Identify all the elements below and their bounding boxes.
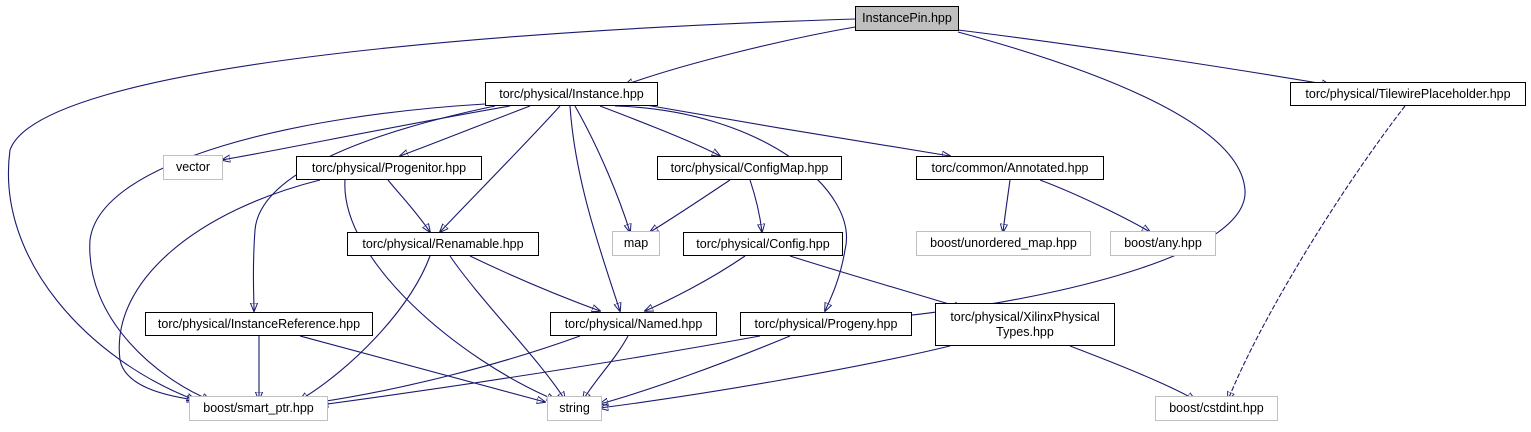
edge-instance-map — [574, 105, 630, 232]
node-map[interactable]: map — [612, 231, 660, 256]
edge-instancepin-progeny — [893, 31, 1246, 317]
node-any[interactable]: boost/any.hpp — [1110, 231, 1216, 256]
node-label: torc/physical/Config.hpp — [696, 236, 830, 251]
node-label: boost/unordered_map.hpp — [930, 236, 1077, 250]
edge-annotated-any — [1039, 179, 1150, 232]
node-label: map — [623, 236, 649, 250]
node-label: torc/physical/ConfigMap.hpp — [670, 160, 829, 175]
edge-progeny-smartptr — [320, 335, 761, 405]
edge-instance-instref — [253, 105, 496, 311]
edge-instance-vector — [222, 105, 511, 160]
edge-progenitor-string — [344, 179, 555, 400]
node-label: torc/physical/XilinxPhysical Types.hpp — [950, 309, 1100, 339]
edge-configmap-config — [749, 179, 762, 232]
edge-config-named — [645, 255, 746, 311]
node-instancepin[interactable]: InstancePin.hpp — [855, 6, 959, 31]
node-label: boost/cstdint.hpp — [1169, 401, 1264, 415]
node-label: torc/common/Annotated.hpp — [931, 160, 1089, 175]
node-unordered[interactable]: boost/unordered_map.hpp — [916, 231, 1091, 256]
edge-instance-progeny — [614, 105, 847, 311]
edge-instancepin-smartptr — [8, 18, 856, 400]
node-label: torc/physical/TilewirePlaceholder.hpp — [1305, 86, 1511, 101]
node-smartptr[interactable]: boost/smart_ptr.hpp — [189, 396, 328, 421]
node-label: boost/any.hpp — [1124, 236, 1202, 250]
edge-progeny-string — [600, 335, 791, 404]
node-label: torc/physical/Progenitor.hpp — [311, 160, 467, 175]
edge-xilinx-string — [600, 345, 951, 408]
node-config[interactable]: torc/physical/Config.hpp — [683, 232, 843, 256]
node-instance[interactable]: torc/physical/Instance.hpp — [485, 82, 658, 106]
edge-tilewire-cstdint — [1228, 105, 1406, 400]
node-xilinx[interactable]: torc/physical/XilinxPhysical Types.hpp — [935, 303, 1115, 346]
edge-annotated-unordered — [1003, 179, 1011, 232]
edge-progenitor-renamable — [387, 179, 430, 232]
edge-instance-renamable — [440, 105, 561, 232]
edge-instancepin-instance — [625, 26, 856, 85]
node-label: torc/physical/InstanceReference.hpp — [157, 316, 361, 331]
node-label: vector — [175, 160, 211, 174]
node-label: boost/smart_ptr.hpp — [203, 401, 314, 415]
node-label: torc/physical/Named.hpp — [564, 316, 703, 331]
edge-renamable-smartptr — [300, 255, 431, 400]
node-label: torc/physical/Instance.hpp — [499, 86, 644, 101]
edge-xilinx-cstdint — [1069, 345, 1195, 400]
node-annotated[interactable]: torc/common/Annotated.hpp — [916, 156, 1104, 180]
node-tilewire[interactable]: torc/physical/TilewirePlaceholder.hpp — [1290, 82, 1526, 106]
edge-instance-configmap — [599, 105, 720, 156]
node-renamable[interactable]: torc/physical/Renamable.hpp — [347, 232, 539, 256]
node-progeny[interactable]: torc/physical/Progeny.hpp — [740, 312, 912, 336]
edge-instref-string — [299, 335, 545, 402]
edge-named-smartptr — [320, 335, 581, 402]
node-label: InstancePin.hpp — [862, 11, 952, 25]
node-instref[interactable]: torc/physical/InstanceReference.hpp — [145, 312, 373, 336]
edge-instancepin-tilewire — [957, 29, 1330, 85]
node-label: torc/physical/Progeny.hpp — [754, 316, 898, 331]
node-string[interactable]: string — [547, 396, 602, 421]
node-cstdint[interactable]: boost/cstdint.hpp — [1155, 396, 1278, 421]
node-label: string — [559, 401, 590, 415]
node-named[interactable]: torc/physical/Named.hpp — [550, 312, 717, 336]
edge-config-xilinx — [789, 255, 962, 308]
edge-named-string — [583, 335, 629, 400]
node-configmap[interactable]: torc/physical/ConfigMap.hpp — [657, 156, 842, 180]
edge-renamable-string — [449, 255, 565, 400]
edge-instance-annotated — [639, 103, 950, 156]
edge-configmap-map — [650, 179, 731, 232]
node-progenitor[interactable]: torc/physical/Progenitor.hpp — [296, 156, 482, 180]
edge-renamable-named — [469, 255, 600, 311]
node-label: torc/physical/Renamable.hpp — [362, 236, 524, 251]
edge-instance-smartptr — [89, 103, 486, 400]
edge-instance-named — [569, 105, 620, 311]
node-vector[interactable]: vector — [163, 155, 223, 180]
edge-progenitor-smartptr — [118, 179, 321, 400]
edge-instance-progenitor — [400, 105, 531, 156]
